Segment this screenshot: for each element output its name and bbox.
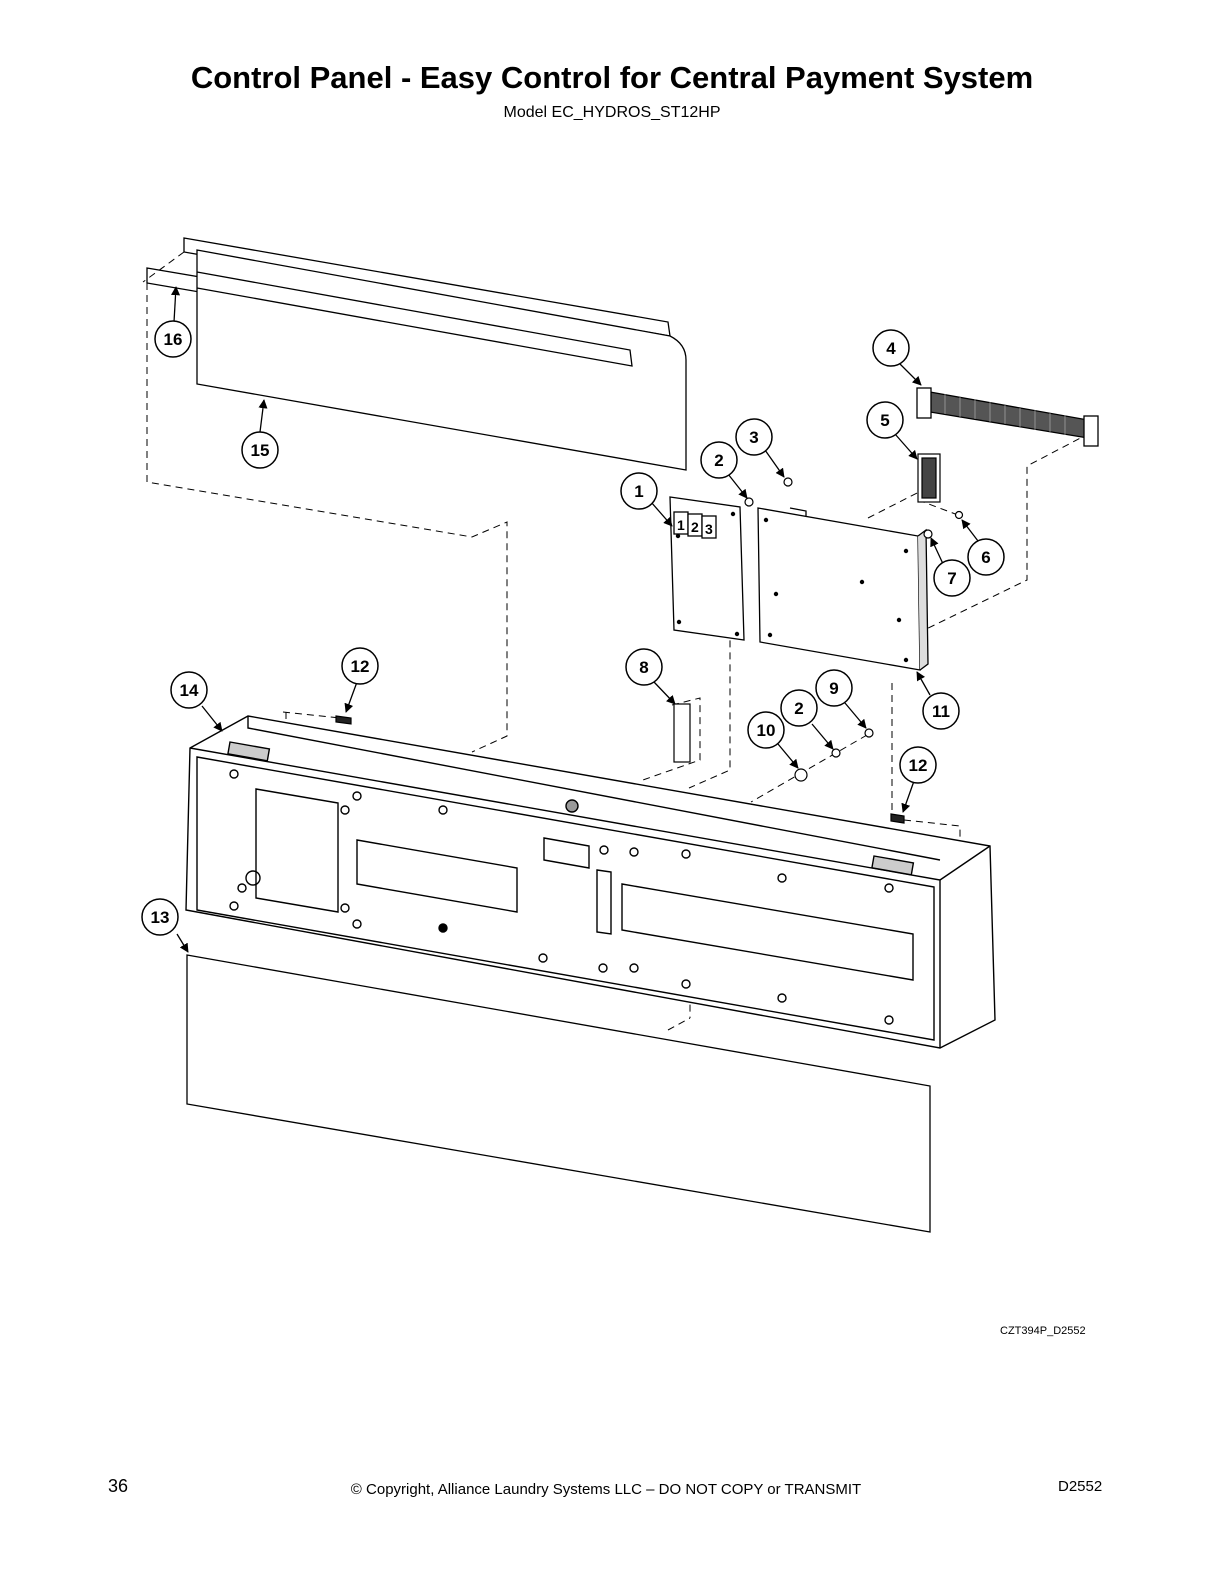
- svg-text:5: 5: [880, 411, 889, 430]
- light-pipe-8: [673, 703, 691, 763]
- svg-text:2: 2: [714, 451, 723, 470]
- svg-text:7: 7: [947, 569, 956, 588]
- callout-8: 8: [625, 648, 663, 686]
- small-hardware: [335, 477, 964, 824]
- keypad-key-1: 1: [677, 517, 685, 533]
- screw-3: [783, 477, 793, 487]
- svg-text:1: 1: [634, 482, 643, 501]
- callout-13: 13: [141, 898, 179, 936]
- callout-2b: 2: [780, 689, 818, 727]
- keypad-labels: 1 2 3: [677, 517, 713, 537]
- copyright-notice: © Copyright, Alliance Laundry Systems LL…: [350, 1481, 862, 1498]
- ribbon-cable-part: [916, 387, 1099, 447]
- spacer-10: [794, 768, 808, 782]
- front-overlay-part: [186, 954, 931, 1233]
- callout-12a: 12: [341, 647, 379, 685]
- keypad-board-part: [669, 496, 745, 641]
- callout-16: 16: [154, 320, 192, 358]
- connector-part: [917, 453, 941, 503]
- washer-9: [864, 728, 874, 738]
- svg-text:9: 9: [829, 679, 838, 698]
- svg-text:6: 6: [981, 548, 990, 567]
- washer-2b: [831, 748, 841, 758]
- callout-9: 9: [815, 669, 853, 707]
- keypad-key-2: 2: [691, 519, 699, 535]
- screw-12a: [335, 715, 352, 725]
- svg-text:12: 12: [351, 657, 370, 676]
- callout-7: 7: [933, 559, 971, 597]
- callout-4: 4: [872, 329, 910, 367]
- svg-text:8: 8: [639, 658, 648, 677]
- callout-14: 14: [170, 671, 208, 709]
- callout-12b: 12: [899, 746, 937, 784]
- page-title: Control Panel - Easy Control for Central…: [190, 60, 1034, 95]
- control-housing-part: [185, 715, 996, 1049]
- callout-6: 6: [967, 538, 1005, 576]
- callout-5: 5: [866, 401, 904, 439]
- callout-2a: 2: [700, 441, 738, 479]
- svg-text:12: 12: [909, 756, 928, 775]
- callout-leaders: [170, 286, 979, 953]
- callout-bubbles: 1 2 3 4 5 6 7 8 9 2 10 11 12 12 13 14 15…: [141, 320, 1005, 936]
- screw-12b: [890, 813, 905, 824]
- svg-text:2: 2: [794, 699, 803, 718]
- svg-text:11: 11: [932, 702, 950, 721]
- page-number: 36: [108, 1476, 129, 1496]
- svg-text:3: 3: [749, 428, 758, 447]
- callout-11: 11: [922, 692, 960, 730]
- svg-text:16: 16: [164, 330, 183, 349]
- drawing-code: CZT394P_D2552: [1000, 1325, 1086, 1337]
- overlay-panel-part: [196, 249, 687, 471]
- callout-15: 15: [241, 431, 279, 469]
- washer-7: [923, 529, 933, 539]
- callout-3: 3: [735, 418, 773, 456]
- keypad-key-3: 3: [705, 521, 713, 537]
- model-subtitle: Model EC_HYDROS_ST12HP: [503, 104, 721, 121]
- document-code: D2552: [1058, 1478, 1103, 1495]
- svg-text:10: 10: [757, 721, 776, 740]
- svg-text:4: 4: [886, 339, 896, 358]
- control-board-part: [757, 507, 929, 671]
- svg-text:15: 15: [251, 441, 270, 460]
- svg-text:13: 13: [151, 908, 170, 927]
- callout-1: 1: [620, 472, 658, 510]
- svg-text:14: 14: [180, 681, 199, 700]
- screw-6: [954, 510, 964, 520]
- callout-10: 10: [747, 711, 785, 749]
- washer-2: [744, 497, 754, 507]
